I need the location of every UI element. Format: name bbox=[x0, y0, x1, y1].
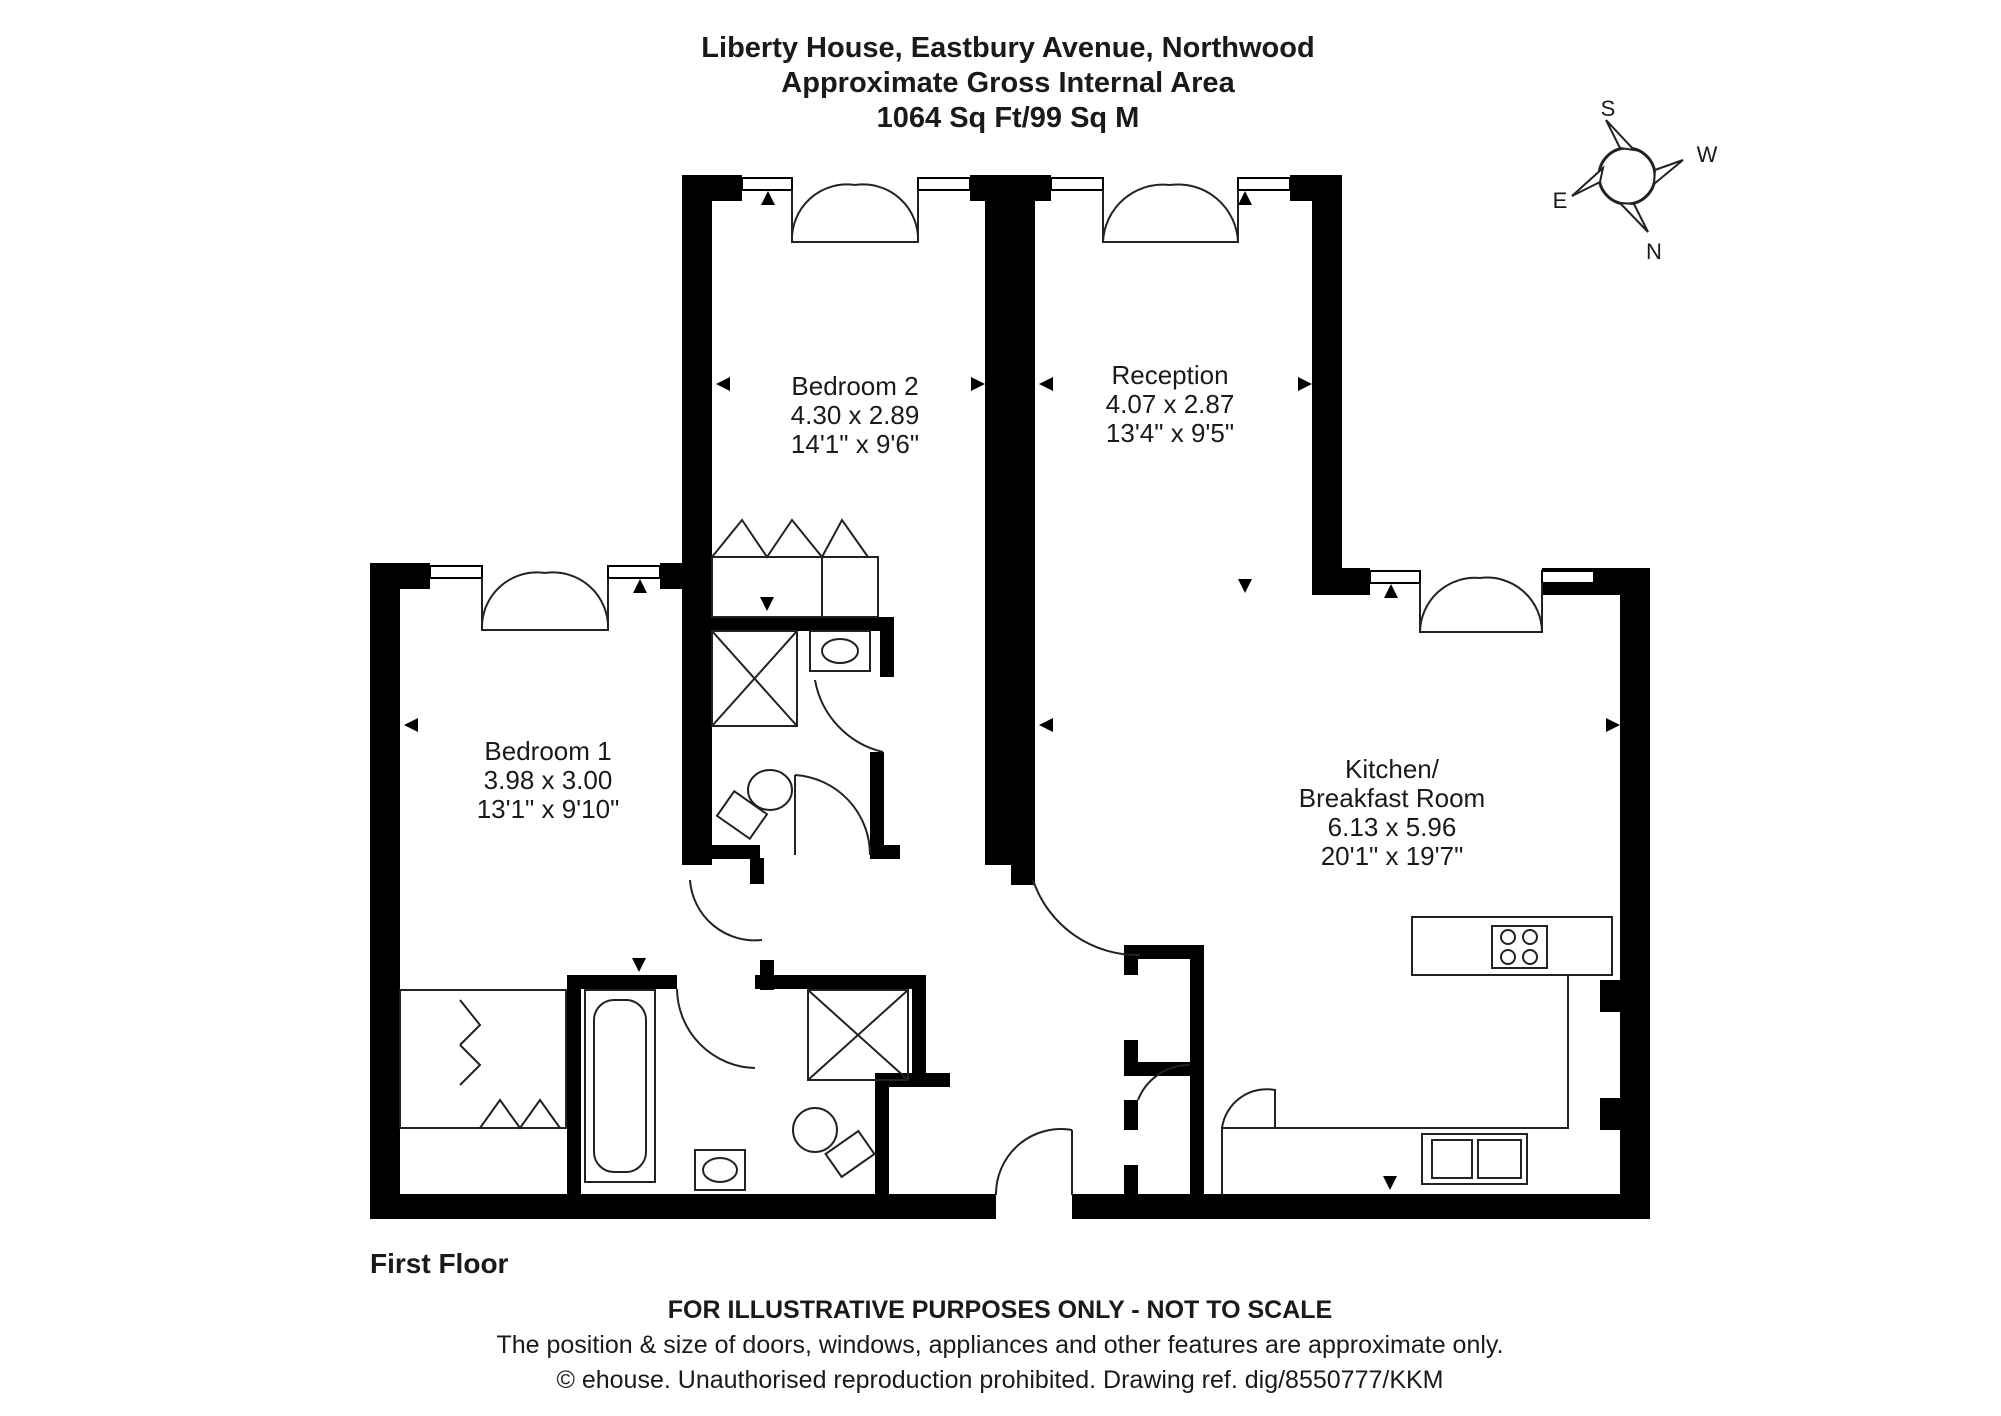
bedroom-1-name: Bedroom 1 bbox=[484, 736, 611, 766]
room-bedroom-1: Bedroom 1 3.98 x 3.00 13'1" x 9'10" bbox=[477, 736, 620, 824]
area-subtitle: Approximate Gross Internal Area bbox=[781, 67, 1235, 99]
bedroom-1-imperial: 13'1" x 9'10" bbox=[477, 794, 620, 824]
reception-name: Reception bbox=[1111, 360, 1228, 390]
bedroom-2-metric: 4.30 x 2.89 bbox=[791, 400, 920, 430]
bedroom-2-imperial: 14'1" x 9'6" bbox=[791, 429, 919, 459]
room-kitchen: Kitchen/ Breakfast Room 6.13 x 5.96 20'1… bbox=[1299, 754, 1485, 871]
walls bbox=[370, 175, 1650, 1219]
compass-n-label: N bbox=[1646, 239, 1662, 264]
room-bedroom-2: Bedroom 2 4.30 x 2.89 14'1" x 9'6" bbox=[791, 371, 920, 459]
reception-metric: 4.07 x 2.87 bbox=[1106, 389, 1235, 419]
compass-s-label: S bbox=[1601, 96, 1616, 121]
bedroom-1-metric: 3.98 x 3.00 bbox=[484, 765, 613, 795]
copyright-text: © ehouse. Unauthorised reproduction proh… bbox=[556, 1366, 1443, 1394]
area-value: 1064 Sq Ft/99 Sq M bbox=[877, 102, 1140, 134]
kitchen-name-line1: Kitchen/ bbox=[1345, 754, 1440, 784]
fixtures bbox=[399, 183, 1613, 1196]
room-reception: Reception 4.07 x 2.87 13'4" x 9'5" bbox=[1106, 360, 1235, 448]
dimension-arrows bbox=[404, 191, 1620, 1190]
floor-label: First Floor bbox=[370, 1248, 509, 1279]
plan-footer: FOR ILLUSTRATIVE PURPOSES ONLY - NOT TO … bbox=[496, 1296, 1503, 1394]
reception-imperial: 13'4" x 9'5" bbox=[1106, 418, 1234, 448]
plan-header: Liberty House, Eastbury Avenue, Northwoo… bbox=[701, 32, 1314, 134]
kitchen-metric: 6.13 x 5.96 bbox=[1328, 812, 1457, 842]
compass-e-label: E bbox=[1553, 188, 1568, 213]
windows bbox=[429, 177, 1595, 584]
kitchen-name-line2: Breakfast Room bbox=[1299, 783, 1485, 813]
property-title: Liberty House, Eastbury Avenue, Northwoo… bbox=[701, 32, 1314, 64]
compass-icon: S W E N bbox=[1553, 96, 1718, 264]
kitchen-imperial: 20'1" x 19'7" bbox=[1321, 841, 1464, 871]
compass-w-label: W bbox=[1697, 142, 1718, 167]
disclaimer-text: The position & size of doors, windows, a… bbox=[496, 1331, 1503, 1359]
illustrative-warning: FOR ILLUSTRATIVE PURPOSES ONLY - NOT TO … bbox=[668, 1296, 1332, 1324]
bedroom-2-name: Bedroom 2 bbox=[791, 371, 918, 401]
